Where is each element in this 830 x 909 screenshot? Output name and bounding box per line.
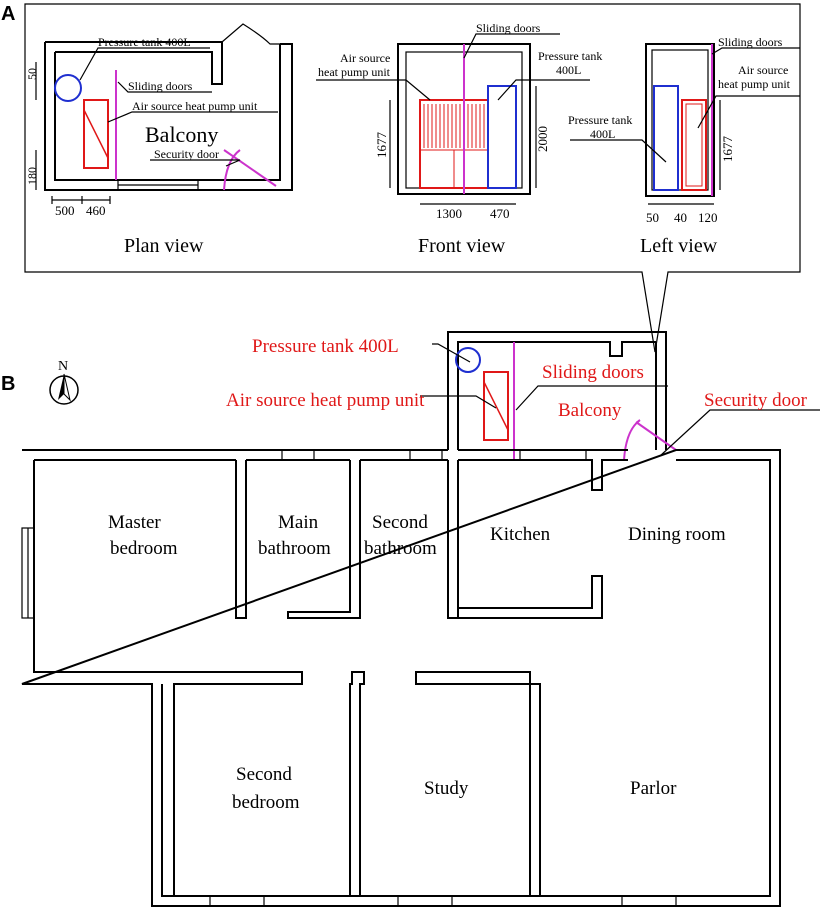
floor-security-door xyxy=(635,421,677,451)
room-dining: Dining room xyxy=(628,524,726,545)
left-caption: Left view xyxy=(640,235,718,257)
left-dim-50: 50 xyxy=(646,210,659,225)
front-unit-label-1: Air source xyxy=(340,51,390,65)
plan-top-wall xyxy=(45,41,223,85)
room-parlor: Parlor xyxy=(630,778,677,799)
left-unit xyxy=(681,99,707,191)
panel-label-a: A xyxy=(1,3,15,25)
plan-view: Pressure tank 400L Sliding doors Air sou… xyxy=(25,23,293,257)
left-dim-40: 40 xyxy=(674,210,687,225)
plan-security-label: Security door xyxy=(154,147,219,161)
plan-tank-label: Pressure tank 400L xyxy=(98,35,191,49)
front-unit-label-2: heat pump unit xyxy=(318,65,391,79)
plan-dim-180: 180 xyxy=(25,167,39,185)
plan-sliding-label: Sliding doors xyxy=(128,79,193,93)
floor-security-label: Security door xyxy=(704,390,808,411)
left-tank xyxy=(653,85,679,191)
room-mainbath-1: Main xyxy=(278,512,319,533)
north-label: N xyxy=(58,359,68,374)
floor-balcony-label: Balcony xyxy=(558,400,622,421)
left-tank-label-1: Pressure tank xyxy=(568,113,632,127)
left-view: Sliding doors Pressure tank 400L Air sou… xyxy=(568,35,800,257)
front-view: Sliding doors Air source heat pump unit … xyxy=(316,21,602,257)
left-unit-label-2: heat pump unit xyxy=(718,77,791,91)
floor-unit-label: Air source heat pump unit xyxy=(226,390,425,411)
front-caption: Front view xyxy=(418,235,506,257)
room-labels: Master bedroom Main bathroom Second bath… xyxy=(108,512,726,813)
floor-sliding-label: Sliding doors xyxy=(542,362,644,383)
balcony-block xyxy=(447,331,677,461)
left-sliding-label: Sliding doors xyxy=(718,35,783,49)
plan-dim-460: 460 xyxy=(86,203,106,218)
front-sliding-label: Sliding doors xyxy=(476,21,541,35)
plan-outer-wall xyxy=(44,42,293,191)
plan-room-label: Balcony xyxy=(145,122,218,147)
left-unit-label-1: Air source xyxy=(738,63,788,77)
plan-unit xyxy=(83,99,109,169)
house-walls xyxy=(21,449,781,907)
panel-label-b: B xyxy=(1,373,15,395)
room-master-2: bedroom xyxy=(110,538,178,559)
plan-security-door xyxy=(223,149,277,187)
room-study: Study xyxy=(424,778,469,799)
floor-unit xyxy=(483,371,509,441)
north-arrow-icon: N xyxy=(49,359,79,405)
plan-top-door-icon xyxy=(221,23,280,45)
left-tank-label-2: 400L xyxy=(590,127,615,141)
plan-dim-500: 500 xyxy=(55,203,75,218)
room-secbed-1: Second xyxy=(236,764,292,785)
floor-tank-label: Pressure tank 400L xyxy=(252,336,399,357)
room-secbath-1: Second xyxy=(372,512,428,533)
front-tank-label-2: 400L xyxy=(556,63,581,77)
front-dim-470: 470 xyxy=(490,206,510,221)
plan-unit-label: Air source heat pump unit xyxy=(132,99,258,113)
plan-caption: Plan view xyxy=(124,235,204,257)
callout-frame xyxy=(24,3,801,353)
front-dim-1300: 1300 xyxy=(436,206,462,221)
front-dim-2000: 2000 xyxy=(535,126,550,152)
left-dim-120: 120 xyxy=(698,210,718,225)
front-tank xyxy=(487,85,517,189)
plan-dim-50: 50 xyxy=(25,68,39,80)
left-dim-1677: 1677 xyxy=(720,136,735,163)
front-tank-label-1: Pressure tank xyxy=(538,49,602,63)
front-dim-1677: 1677 xyxy=(374,132,389,159)
room-kitchen: Kitchen xyxy=(490,524,551,545)
room-secbed-2: bedroom xyxy=(232,792,300,813)
room-master-1: Master xyxy=(108,512,161,533)
floor-tank-icon xyxy=(455,347,481,373)
room-secbath-2: bathroom xyxy=(364,538,437,559)
plan-tank-icon xyxy=(54,74,82,102)
room-mainbath-2: bathroom xyxy=(258,538,331,559)
